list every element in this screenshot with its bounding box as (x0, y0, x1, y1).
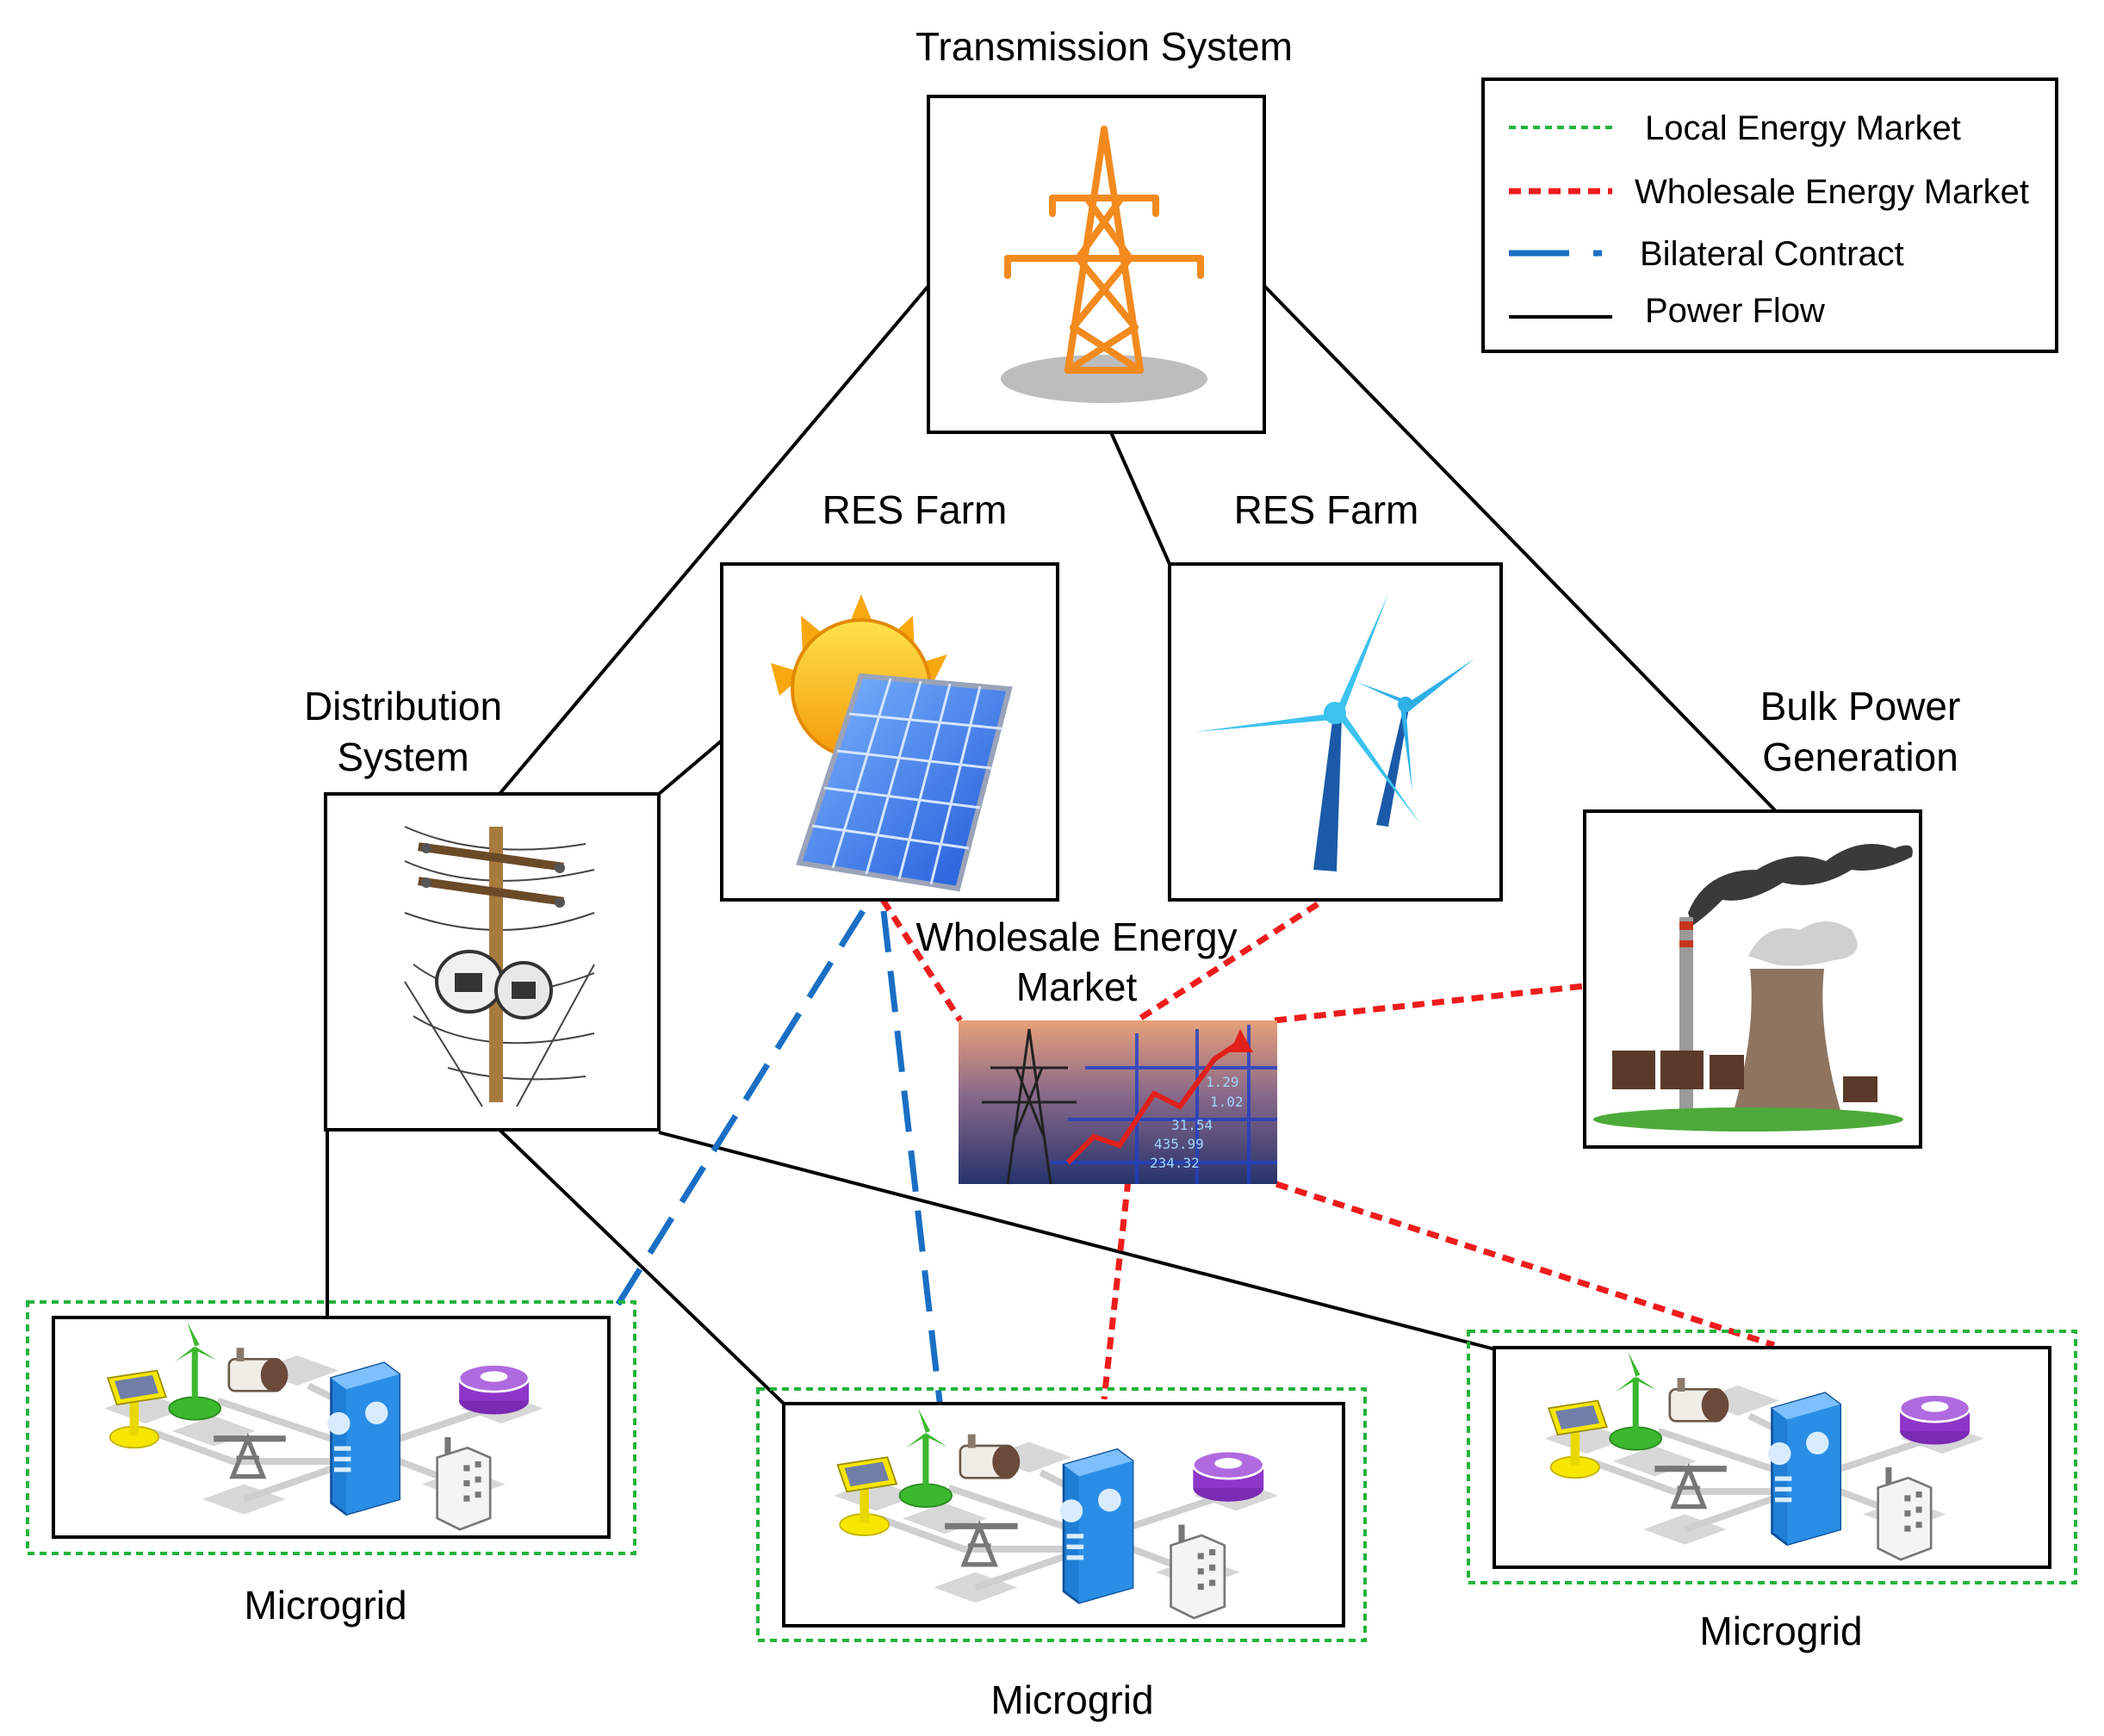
bilateral-line-microgrid-center (880, 910, 944, 1410)
solar-panel-icon (771, 594, 1013, 892)
legend-label-power: Power Flow (1645, 292, 1825, 330)
microgrid-center-label: Microgrid (990, 1677, 1153, 1722)
bulk-power-node (1583, 809, 1922, 1149)
res-farm-wind-label: RES Farm (1234, 487, 1419, 532)
microgrid-left: Microgrid (26, 1300, 636, 1628)
distribution-system-label-line1: Distribution (304, 684, 502, 728)
local-market-boundary (756, 1387, 1367, 1642)
market-number: 31.54 (1171, 1117, 1213, 1133)
microgrid-left-label: Microgrid (244, 1583, 407, 1628)
market-number: 435.99 (1154, 1136, 1204, 1152)
res-farm-solar-label: RES Farm (822, 487, 1008, 532)
legend-label-bilateral: Bilateral Contract (1640, 235, 1904, 273)
bilateral-line-microgrid-left (605, 909, 866, 1324)
market-number: 234.32 (1150, 1155, 1200, 1171)
local-market-boundary (26, 1300, 636, 1555)
wind-turbine-icon (1195, 594, 1474, 871)
power-line-distribution-microgrid-center (498, 1128, 785, 1405)
power-line-distribution-microgrid-right (658, 1131, 1499, 1352)
microgrid-right: Microgrid (1467, 1330, 2077, 1653)
power-line-transmission-distribution (498, 284, 930, 796)
power-line-transmission-wind (1109, 431, 1171, 565)
bulk-power-label-line2: Generation (1762, 735, 1958, 779)
pylon-icon (982, 1028, 1077, 1185)
trend-arrow-icon (1230, 1029, 1253, 1052)
power-line-distribution-solar (657, 739, 723, 796)
wholesale-market-label-line1: Wholesale Energy (915, 914, 1237, 959)
market-number: 1.02 (1210, 1094, 1244, 1110)
wholesale-line-solar (880, 898, 963, 1022)
wholesale-line-wind (1135, 902, 1319, 1023)
bilateral-contract-lines (605, 909, 944, 1410)
distribution-system-label-line2: System (337, 735, 469, 779)
microgrid-center: Microgrid (756, 1387, 1367, 1722)
microgrid-right-label: Microgrid (1699, 1609, 1862, 1653)
distribution-system-node (324, 792, 661, 1132)
wholesale-line-bulk (1274, 983, 1586, 1024)
local-market-boundary (1467, 1330, 2077, 1584)
wholesale-line-microgrid-right (1275, 1181, 1776, 1348)
power-plant-icon (1593, 844, 1913, 1132)
legend: Local Energy Market Wholesale Energy Mar… (1481, 78, 2058, 353)
wholesale-line-microgrid-center (1101, 1179, 1132, 1400)
bulk-power-label-line1: Bulk Power (1760, 684, 1961, 728)
market-trend-line (1065, 1039, 1242, 1165)
transmission-tower-icon (1001, 126, 1207, 403)
res-farm-solar-node (720, 562, 1059, 902)
wholesale-market-label-line2: Market (1016, 964, 1138, 1009)
legend-label-local: Local Energy Market (1645, 109, 1961, 147)
transmission-system-node (927, 95, 1266, 434)
wholesale-market-node: 1.29 1.02 31.54 435.99 234.32 (959, 1020, 1277, 1185)
power-line-transmission-bulk (1263, 284, 1778, 813)
utility-pole-icon (404, 826, 595, 1107)
legend-box (1481, 78, 2058, 353)
res-farm-wind-node (1168, 562, 1503, 902)
market-number: 1.29 (1206, 1074, 1239, 1090)
transmission-system-label: Transmission System (915, 24, 1293, 69)
legend-label-wholesale: Wholesale Energy Market (1635, 173, 2029, 211)
power-flow-lines (326, 284, 1778, 1405)
wholesale-market-lines (880, 898, 1776, 1400)
